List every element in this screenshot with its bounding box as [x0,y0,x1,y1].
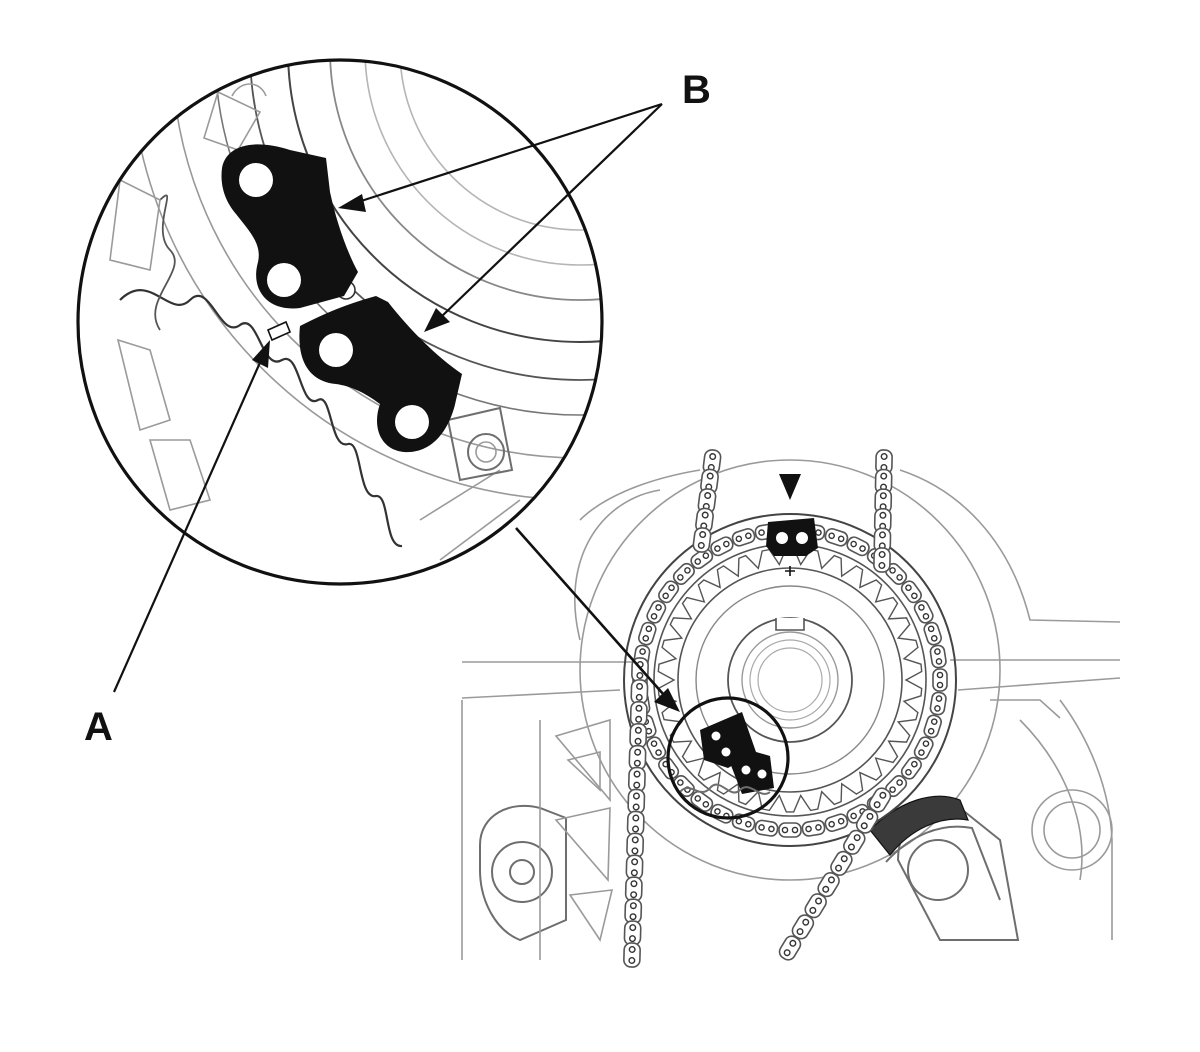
label-b-arrowhead-lower [424,308,450,332]
down-triangle-icon [779,474,801,500]
detail-circle-small [666,696,790,820]
chain-tensioner [869,795,1001,901]
left-bolt-boss [479,804,567,942]
leader-lines [112,102,680,712]
timing-chain-lower-run [778,787,892,961]
colored-link-lower [299,296,462,453]
timing-chain-right-run [873,449,893,573]
zoom-sprocket-teeth [119,289,403,548]
zoom-connector-arrowhead [654,688,680,712]
camshaft-sprocket [623,513,957,847]
cover-ribs [539,718,614,960]
label-a: A [84,705,113,749]
timing-chain-left-run [623,449,722,968]
engine-assembly [461,449,1121,968]
colored-link-top [766,518,818,556]
sprocket-teeth [657,547,923,813]
zoom-chain-plates [109,83,521,561]
label-a-arrowhead [252,340,270,368]
label-b-arrowhead-upper [338,194,366,212]
zoom-detail-border [76,58,604,586]
engine-block-outline [461,459,1121,960]
zoom-punch-mark [266,320,292,342]
zoom-chain-roller [446,406,514,482]
colored-link-upper [221,144,358,309]
label-b: B [682,68,711,112]
